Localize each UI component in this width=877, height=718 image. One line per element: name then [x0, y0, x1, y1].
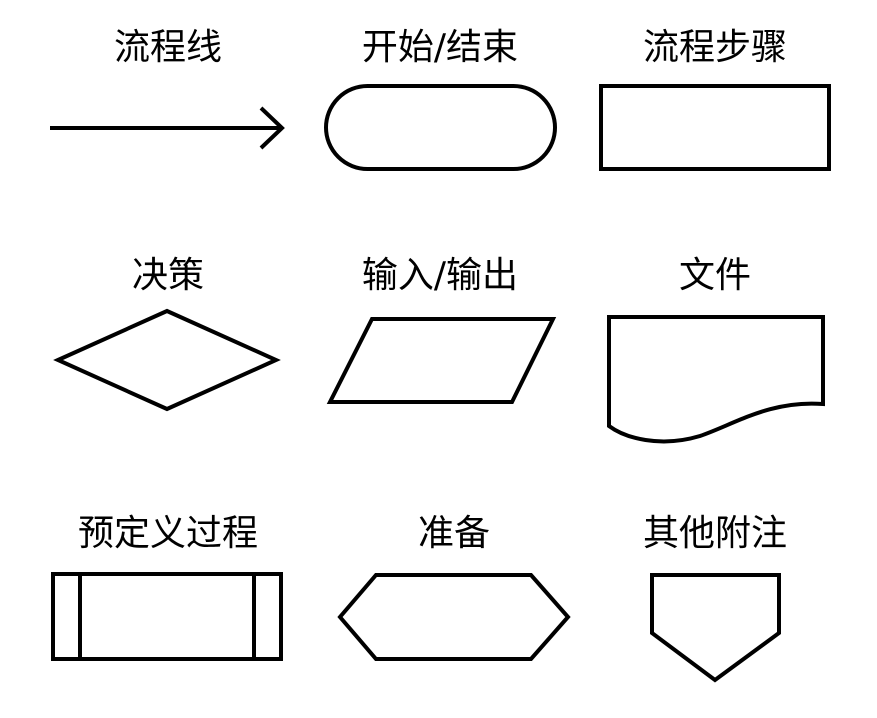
process-shape — [599, 84, 831, 171]
off-page-connector-label: 其他附注 — [642, 513, 787, 554]
preparation-shape — [337, 573, 571, 661]
document-shape — [607, 315, 825, 444]
input-output-label: 输入/输出 — [361, 255, 519, 296]
flow-line-arrow — [50, 106, 285, 150]
input-output-shape — [326, 317, 557, 404]
document-label: 文件 — [678, 255, 751, 296]
terminator-shape — [324, 84, 557, 171]
terminator-label: 开始/结束 — [361, 27, 519, 68]
off-page-connector-shape — [650, 573, 781, 683]
decision-shape — [53, 308, 281, 412]
flow-line-label: 流程线 — [113, 27, 222, 68]
predefined-process-label: 预定义过程 — [77, 513, 258, 554]
predefined-process-shape — [51, 572, 283, 661]
process-label: 流程步骤 — [642, 27, 787, 68]
preparation-label: 准备 — [417, 513, 490, 554]
decision-label: 决策 — [131, 255, 204, 296]
